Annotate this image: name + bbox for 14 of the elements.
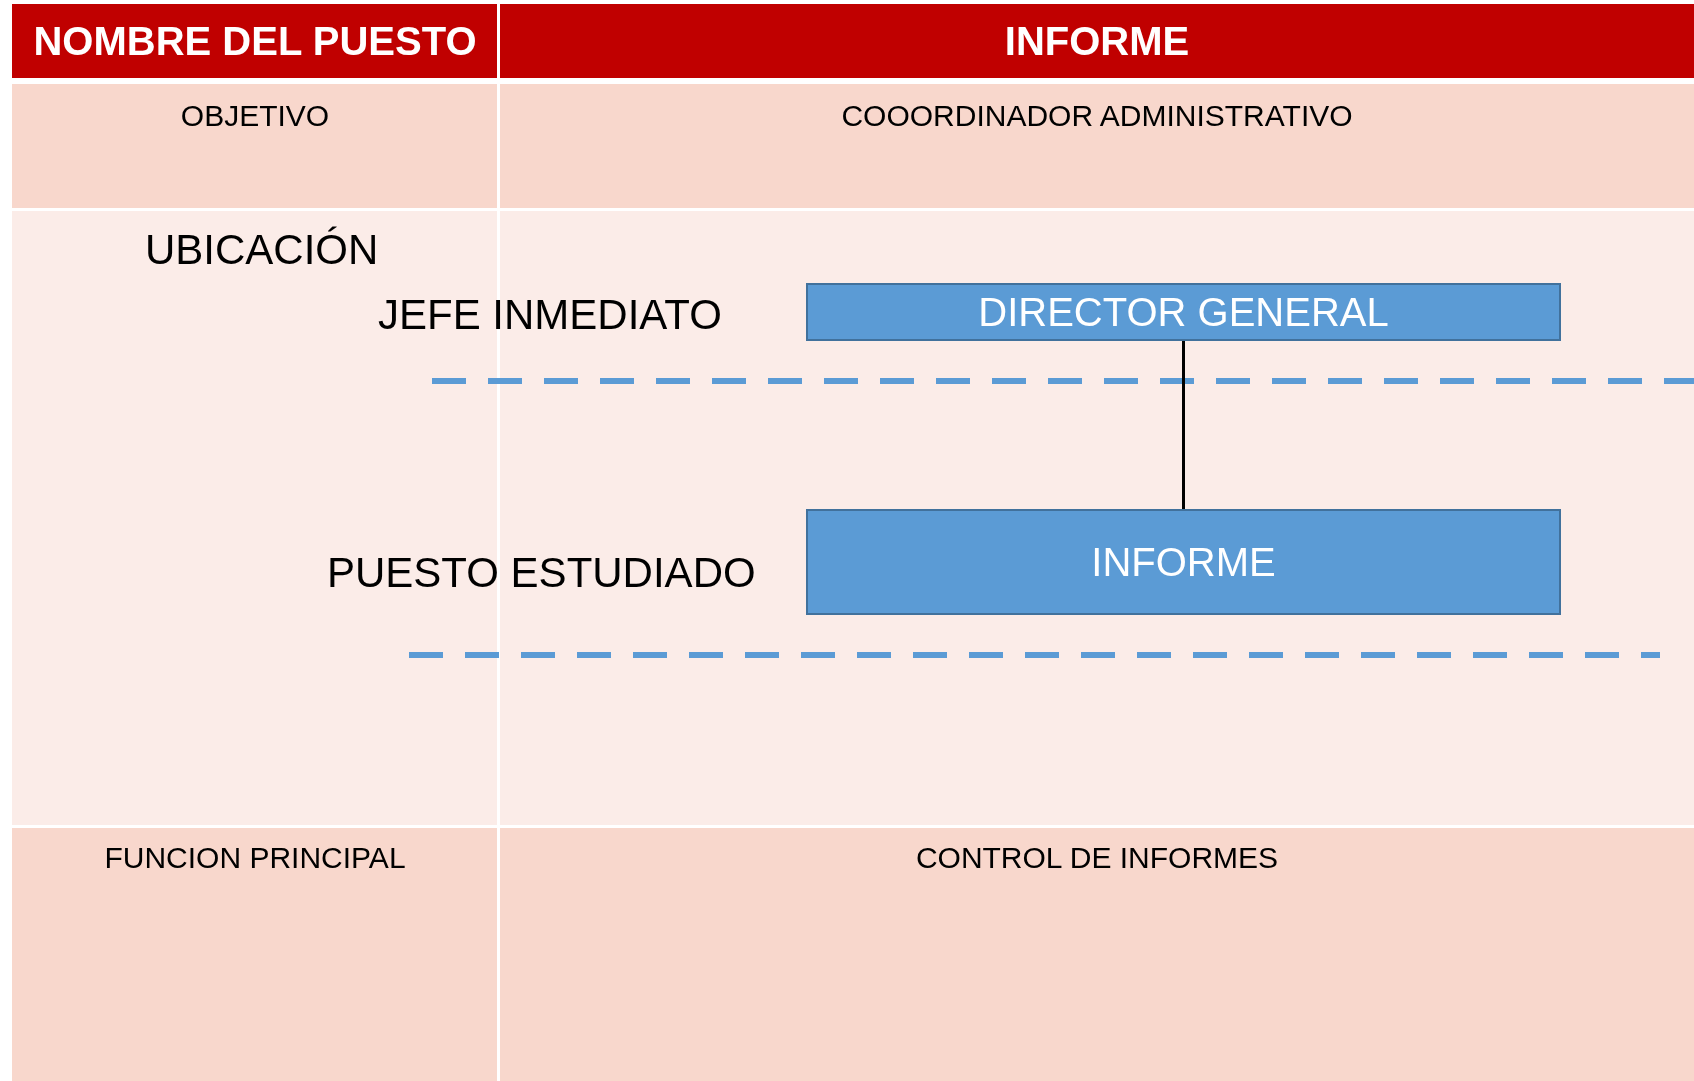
row-label: UBICACIÓN [145,225,379,275]
box-label: DIRECTOR GENERAL [978,289,1389,335]
cell-text: CONTROL DE INFORMES [915,840,1279,876]
level-label: PUESTO ESTUDIADO [327,548,756,598]
row-label: OBJETIVO [180,98,330,134]
row-label: FUNCION PRINCIPAL [104,840,406,876]
position-box [806,509,1561,615]
column-header: INFORME [1004,18,1190,64]
connector-line [1182,341,1185,509]
cell-text: COOORDINADOR ADMINISTRATIVO [841,98,1353,134]
column-header: NOMBRE DEL PUESTO [33,18,477,64]
level-label: JEFE INMEDIATO [378,290,722,340]
position-box [806,283,1561,341]
box-label: INFORME [1091,539,1276,585]
